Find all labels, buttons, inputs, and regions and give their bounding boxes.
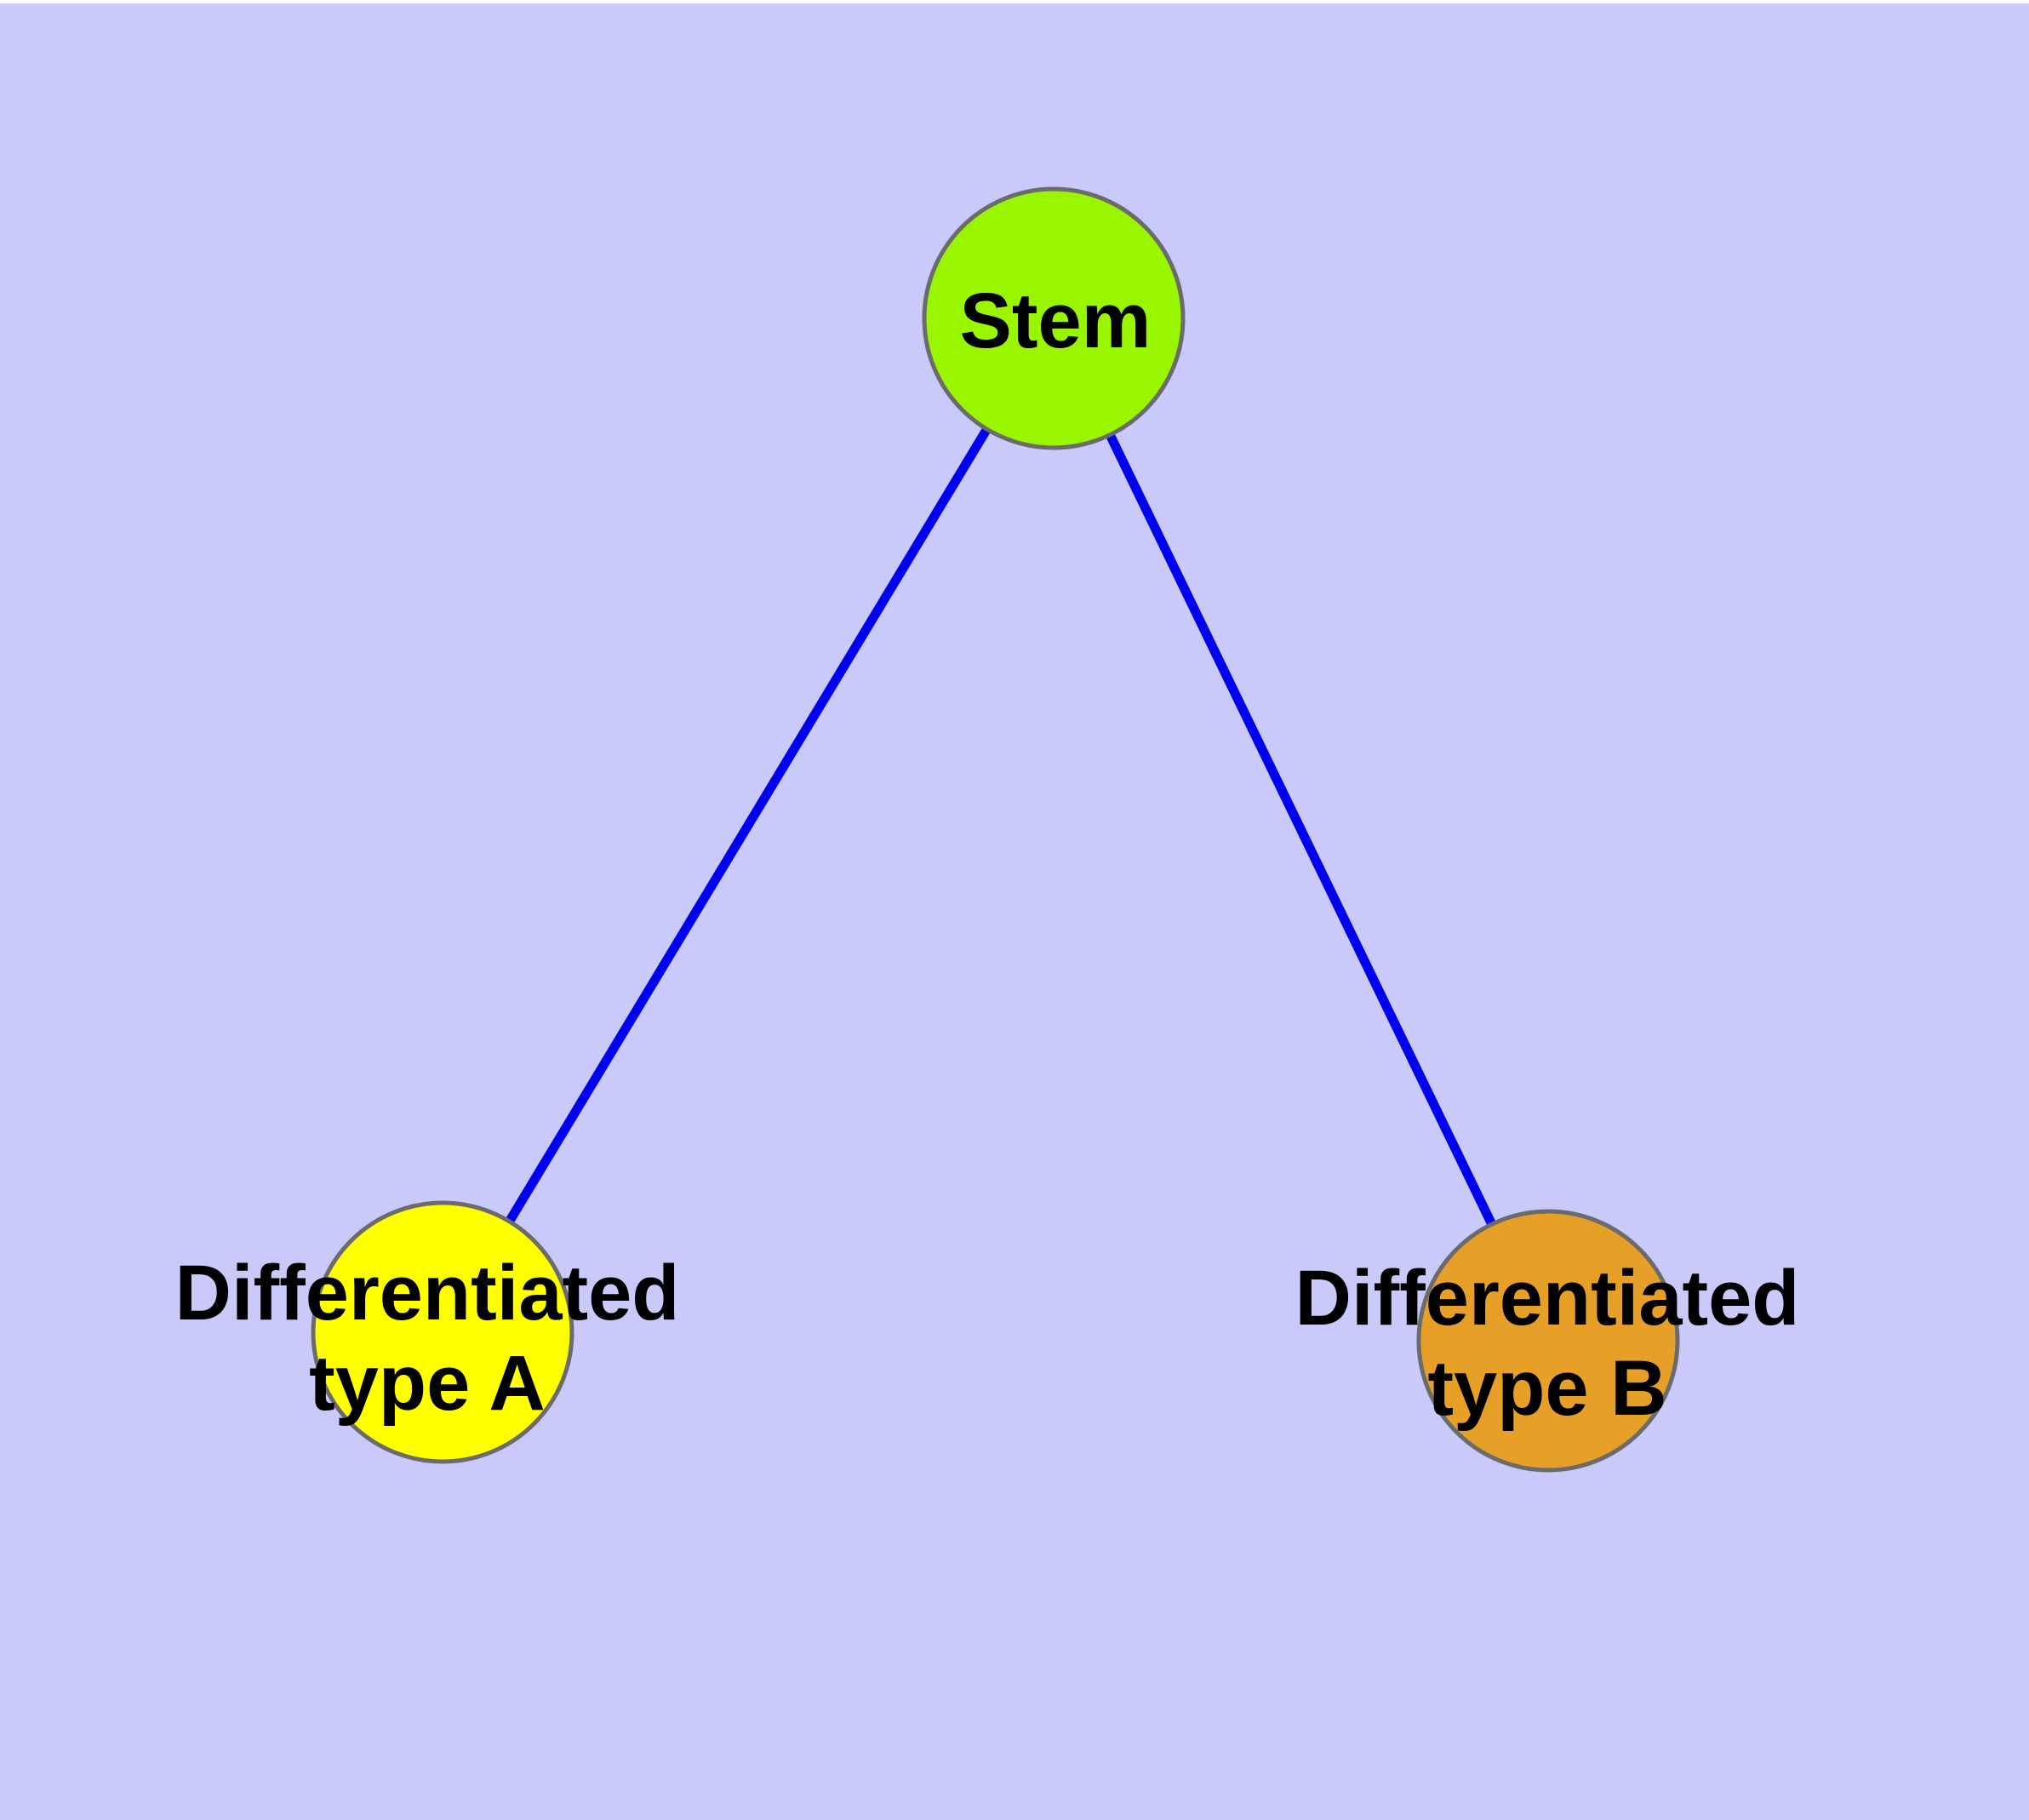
node-differentiated-type-b-circle: [1416, 1209, 1680, 1473]
top-white-strip: [0, 0, 2029, 3]
node-stem-circle: [922, 186, 1186, 450]
edge-stem-to-differentiated-type-a: [438, 316, 1058, 1335]
node-differentiated-type-a-circle: [311, 1200, 574, 1464]
edge-stem-to-differentiated-type-b: [1049, 316, 1552, 1343]
